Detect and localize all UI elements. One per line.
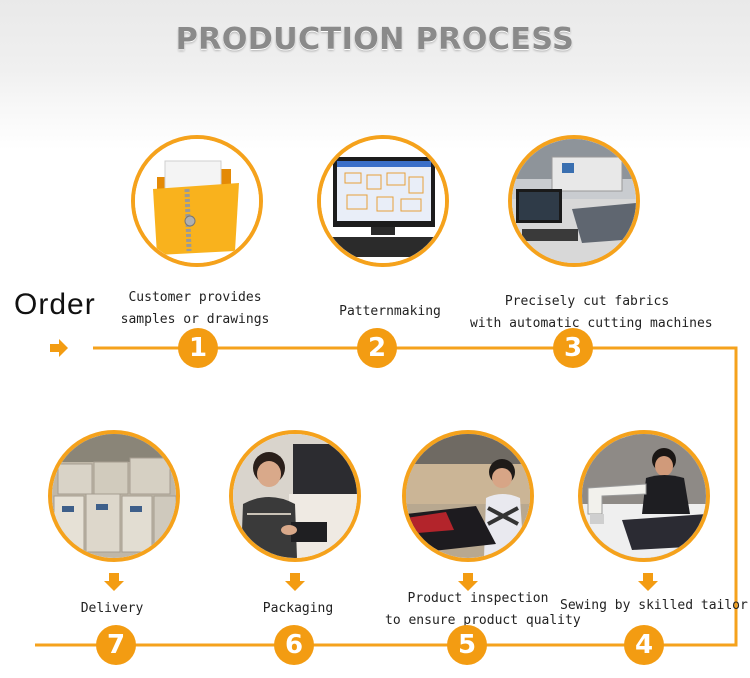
step-7-image	[48, 430, 180, 562]
arrow-down-icon	[458, 573, 478, 591]
packaging-photo	[233, 434, 357, 558]
step-5-image	[402, 430, 534, 562]
step-3-label-line2: with automatic cutting machines	[470, 316, 713, 331]
step-3-image	[508, 135, 640, 267]
step-7-number: 7	[96, 625, 136, 665]
arrow-down-icon	[104, 573, 124, 591]
arrow-right-icon	[50, 339, 68, 357]
step-4-label: Sewing by skilled tailor	[560, 595, 748, 617]
step-2-number: 2	[357, 328, 397, 368]
step-5-label: Product inspection to ensure product qua…	[385, 588, 581, 632]
folder-icon	[135, 139, 259, 263]
step-4-label-line1: Sewing by skilled tailor	[560, 598, 748, 613]
step-1-number: 1	[178, 328, 218, 368]
step-4-number: 4	[624, 625, 664, 665]
step-6-image	[229, 430, 361, 562]
cutting-machine-photo	[512, 139, 636, 263]
step-5-label-line2: to ensure product quality	[385, 613, 581, 628]
step-3-label-line1: Precisely cut fabrics	[504, 294, 670, 309]
step-1-label-line1: Customer provides	[128, 290, 262, 305]
step-3-label: Precisely cut fabrics with automatic cut…	[470, 291, 713, 335]
computer-monitor-photo	[321, 139, 445, 263]
step-6-number: 6	[274, 625, 314, 665]
step-5-number: 5	[447, 625, 487, 665]
step-1-image	[131, 135, 263, 267]
header-band	[0, 0, 750, 150]
step-5-label-line1: Product inspection	[407, 591, 549, 606]
inspection-photo	[406, 434, 530, 558]
step-1-label-line2: samples or drawings	[120, 312, 270, 327]
step-6-label-line1: Packaging	[262, 601, 334, 616]
step-6-label: Packaging	[238, 598, 358, 620]
sewing-photo	[582, 434, 706, 558]
step-2-image	[317, 135, 449, 267]
step-2-label: Patternmaking	[310, 301, 470, 323]
step-7-label-line1: Delivery	[80, 601, 144, 616]
arrow-down-icon	[285, 573, 305, 591]
page-title: PRODUCTION PROCESS	[175, 22, 575, 57]
arrow-down-icon	[638, 573, 658, 591]
step-3-number: 3	[553, 328, 593, 368]
step-7-label: Delivery	[60, 598, 164, 620]
step-4-image	[578, 430, 710, 562]
order-label: Order	[14, 288, 96, 321]
step-1-label: Customer provides samples or drawings	[110, 287, 280, 331]
boxes-photo	[52, 434, 176, 558]
step-2-label-line1: Patternmaking	[339, 304, 441, 319]
